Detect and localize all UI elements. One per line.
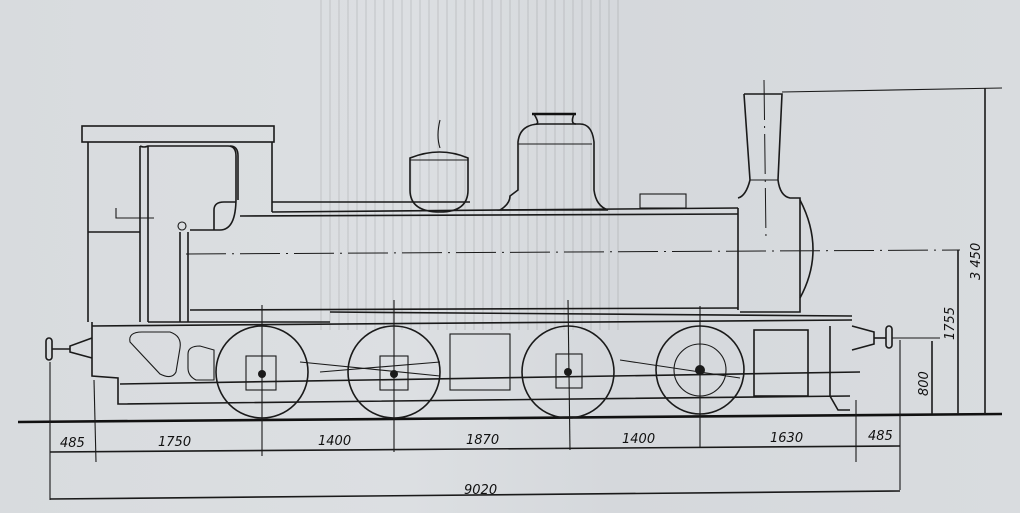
wheels	[119, 325, 861, 419]
dim-wheelbase-5: 1630	[770, 431, 803, 446]
dim-total-height: 3 450	[969, 243, 984, 280]
dim-wheelbase-1: 1750	[158, 435, 191, 450]
buffers	[45, 325, 940, 361]
cab	[81, 125, 330, 323]
dim-total-length: 9020	[464, 483, 497, 498]
frame	[91, 311, 853, 411]
dim-wheelbase-2: 1400	[318, 434, 351, 449]
axle-centre-lines	[49, 299, 901, 500]
dim-front-overhang: 485	[60, 436, 85, 451]
rail-line	[17, 412, 1003, 424]
boiler-tank	[185, 112, 961, 311]
paper-bleedthrough	[320, 0, 620, 330]
dimension-lines	[49, 88, 986, 500]
dim-rear-overhang: 485	[868, 429, 893, 444]
smokebox-chimney	[737, 79, 1003, 313]
dim-wheelbase-4: 1400	[622, 432, 655, 447]
dim-boiler-axis-height: 1755	[943, 307, 958, 340]
dim-buffer-height: 800	[917, 371, 932, 396]
dim-wheelbase-3: 1870	[466, 433, 499, 448]
